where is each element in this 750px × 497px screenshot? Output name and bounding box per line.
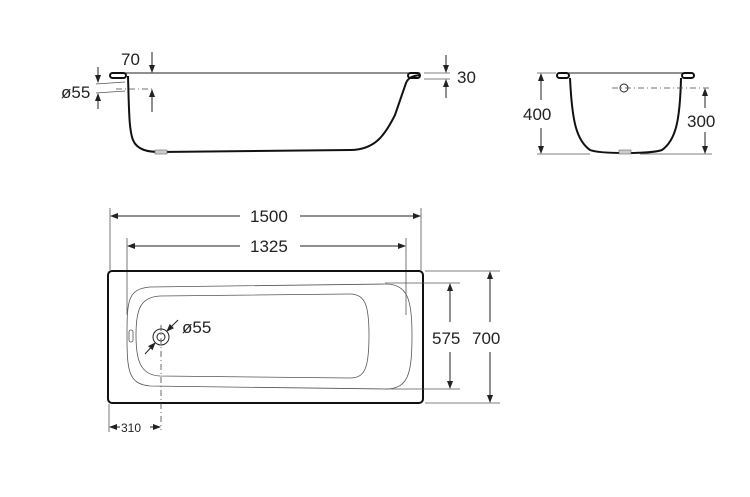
dim-label-1500: 1500 bbox=[250, 207, 288, 226]
dim-label-300: 300 bbox=[687, 112, 715, 131]
tub-side-profile bbox=[116, 72, 421, 154]
dim-label-o55-side: ø55 bbox=[61, 83, 90, 102]
ext-line bbox=[95, 90, 126, 94]
right-rim bbox=[407, 72, 421, 79]
dim-label-575: 575 bbox=[432, 329, 460, 348]
dim-label-700: 700 bbox=[472, 329, 500, 348]
left-rim bbox=[556, 72, 570, 79]
overflow-outlet bbox=[128, 329, 134, 343]
dim-label-70: 70 bbox=[121, 50, 140, 69]
dim-label-400: 400 bbox=[523, 105, 551, 124]
side-view: 70 ø55 30 bbox=[61, 50, 476, 155]
plan-view: 1500 1325 ø55 575 700 310 bbox=[107, 207, 500, 435]
dim-arrow-drain bbox=[144, 342, 156, 355]
dim-label-310: 310 bbox=[121, 421, 141, 435]
dim-arrow-drain bbox=[166, 319, 179, 332]
end-view: 400 300 bbox=[523, 72, 715, 155]
dim-label-1325: 1325 bbox=[250, 237, 288, 256]
foot bbox=[618, 149, 632, 155]
left-rim bbox=[109, 72, 127, 79]
ext-line bbox=[95, 81, 126, 85]
foot bbox=[154, 149, 168, 155]
tub-outline bbox=[107, 270, 424, 404]
right-rim bbox=[681, 72, 695, 79]
dim-label-drain: ø55 bbox=[182, 318, 211, 337]
tub-bottom bbox=[135, 293, 370, 379]
dim-label-30: 30 bbox=[457, 68, 476, 87]
tub-end-profile bbox=[569, 77, 682, 154]
